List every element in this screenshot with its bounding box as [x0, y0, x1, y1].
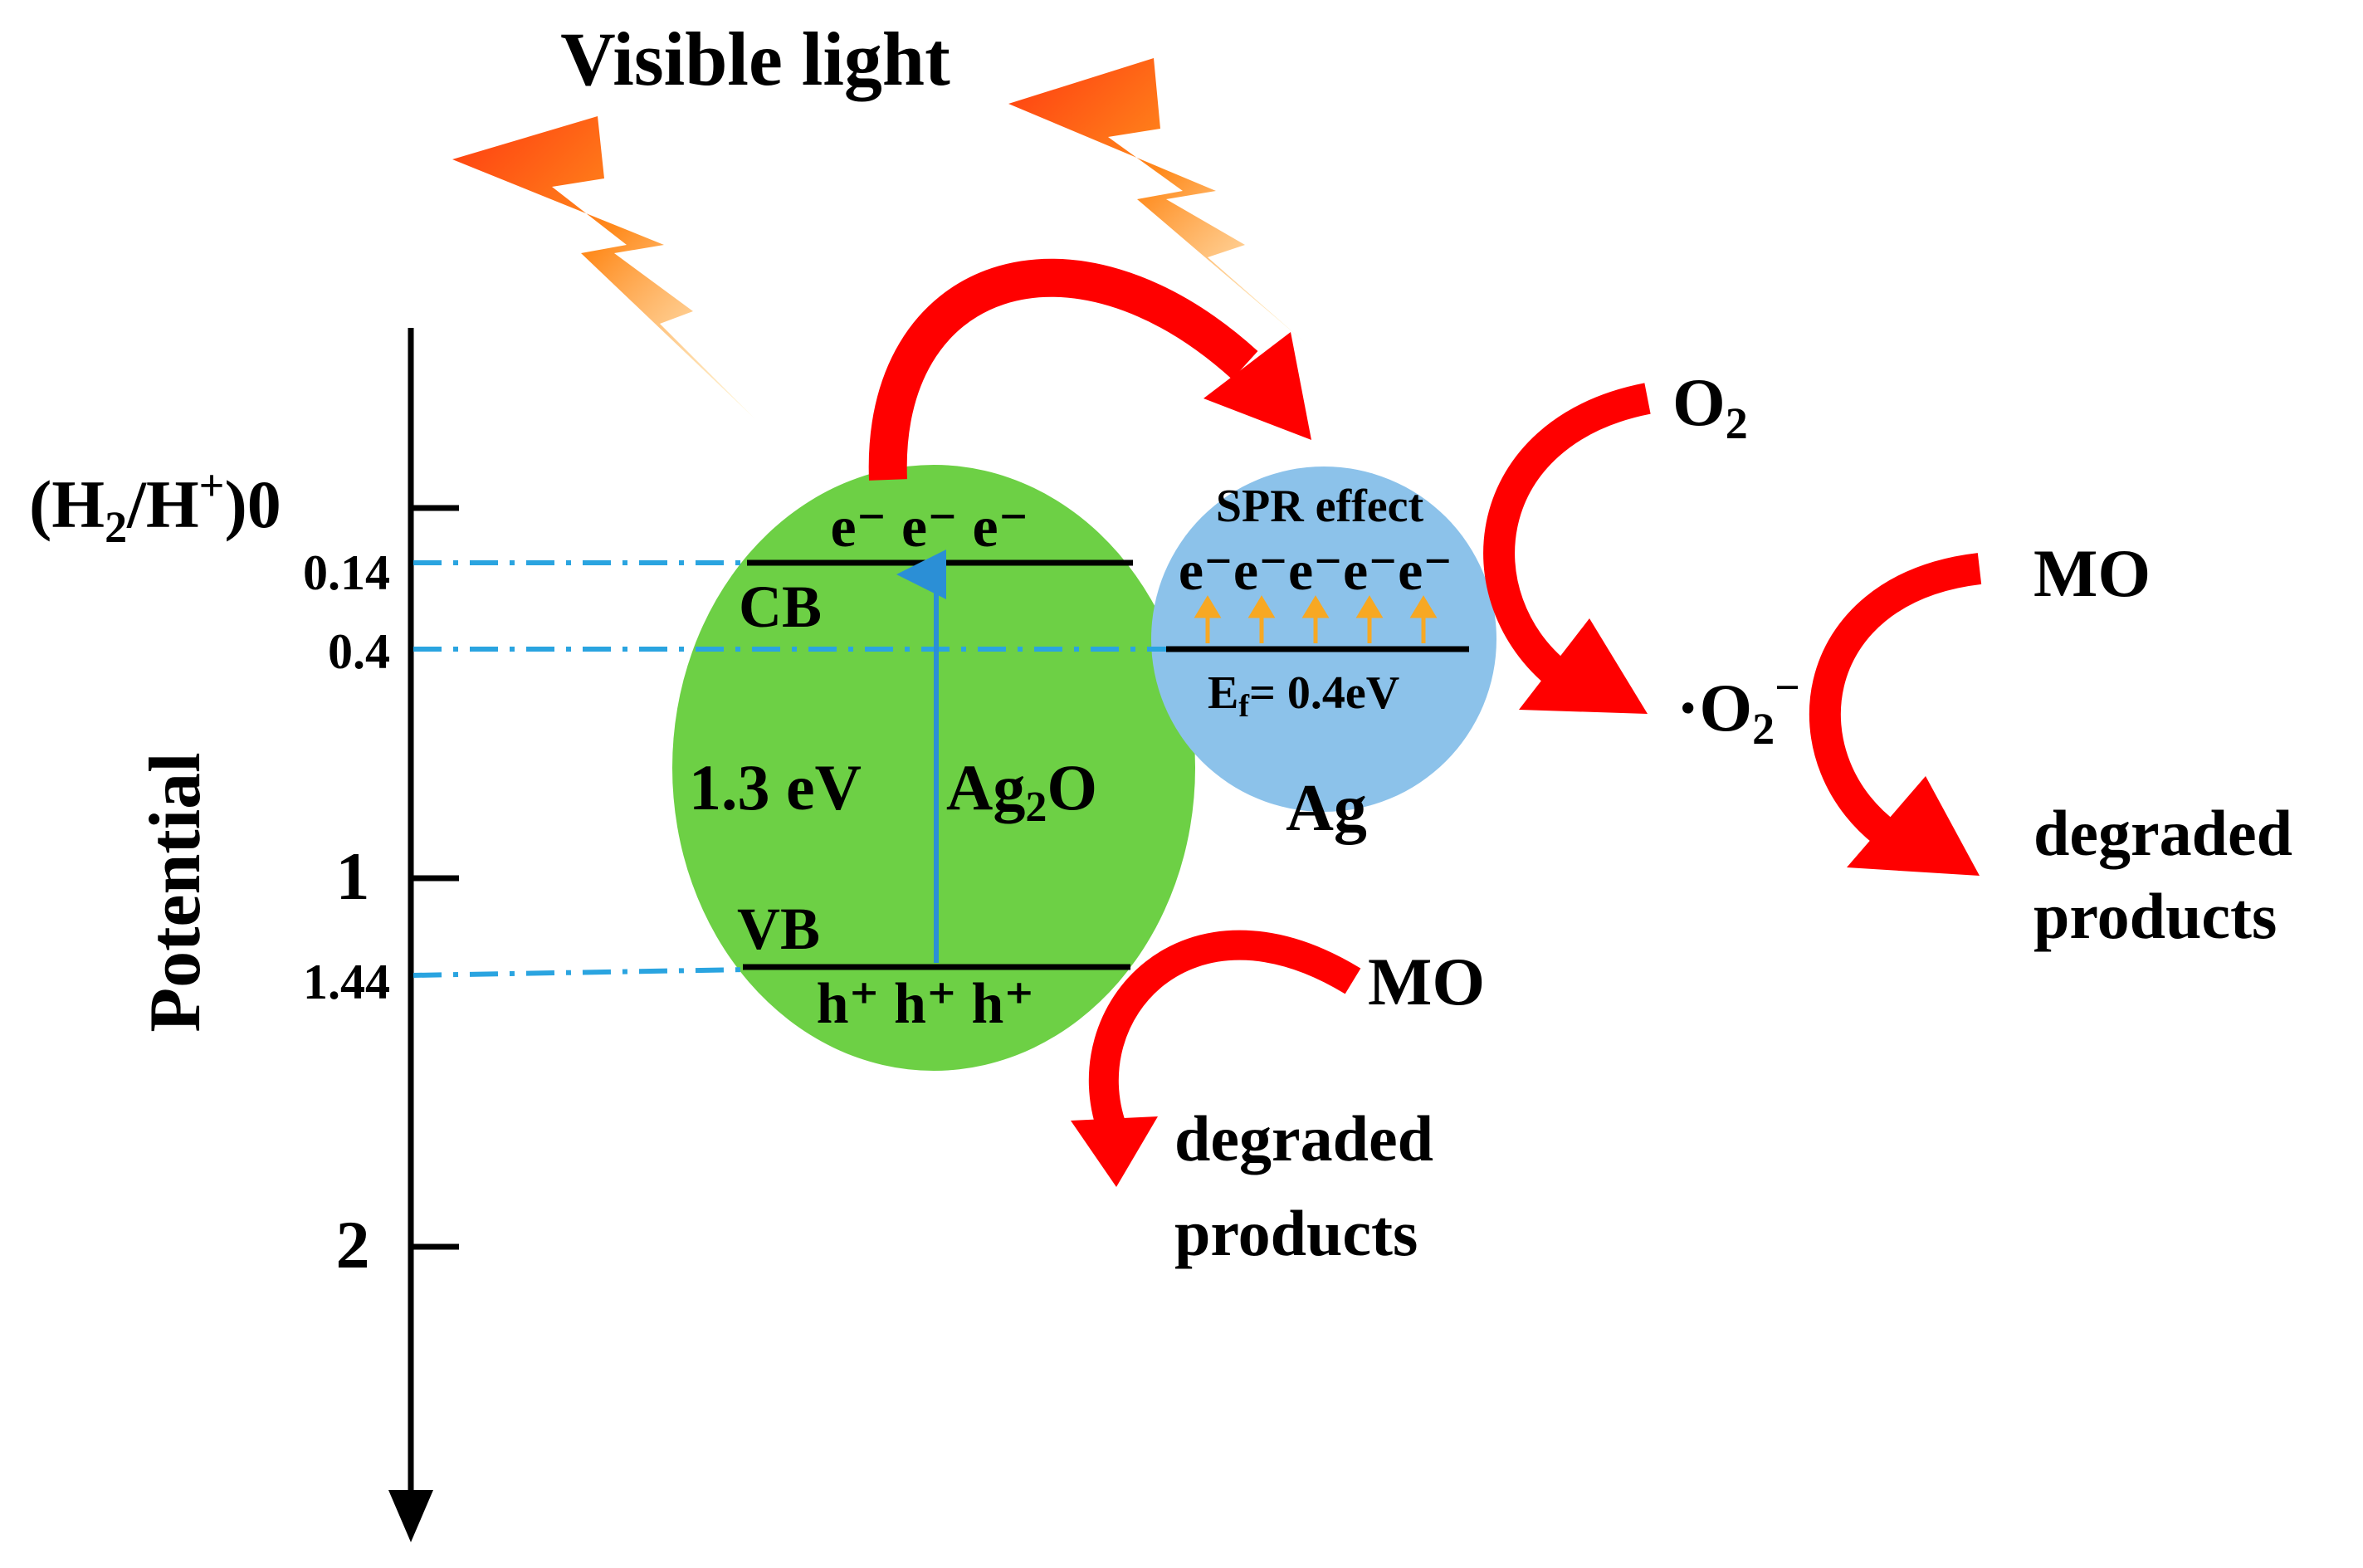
mo-degradation-arrow-bottom [1071, 930, 1361, 1187]
mo-label-bottom: MO [1368, 944, 1485, 1019]
spr-arrow-1 [1194, 595, 1222, 643]
degraded-products-bottom-line2: products [1174, 1197, 1418, 1269]
mo-degradation-arrow-top [1809, 553, 1982, 876]
diagram-title: Visible light [560, 17, 950, 101]
spr-arrow-5 [1409, 595, 1438, 643]
lightning-bolt-right-icon [1008, 58, 1307, 344]
vb-label: VB [737, 896, 820, 962]
degraded-products-bottom-line1: degraded [1174, 1102, 1433, 1175]
spr-arrow-2 [1247, 595, 1276, 643]
superoxide-label: ·O2− [1677, 662, 1800, 754]
ag2o-electrons: e⁻ e⁻ e⁻ [830, 496, 1028, 559]
spr-arrow-4 [1355, 595, 1384, 643]
mo-label-top: MO [2033, 535, 2151, 611]
level-label-0-4: 0.4 [328, 624, 390, 679]
axis-tick-label-2: 2 [336, 1207, 370, 1282]
degraded-products-top-line2: products [2033, 880, 2277, 952]
lightning-bolt-left-icon [452, 116, 755, 419]
axis-tick-label-1: 1 [336, 838, 370, 914]
band-gap-label: 1.3 eV [689, 751, 862, 823]
ag-particle [1151, 466, 1496, 812]
spr-arrow-3 [1301, 595, 1330, 643]
degraded-products-top-line1: degraded [2033, 797, 2292, 869]
electron-transfer-arrow [868, 258, 1311, 481]
ag2o-label: Ag2O [946, 751, 1097, 831]
o2-label: O2 [1672, 364, 1748, 448]
energy-guide-lines [413, 560, 1166, 978]
spr-arrows [1194, 595, 1438, 643]
fermi-level-label: Ef= 0.4eV [1208, 667, 1399, 724]
guide-line-vb [413, 967, 748, 978]
level-label-0-14: 0.14 [303, 545, 390, 600]
axis-tick-label-zero: (H2/H+)0 [29, 461, 281, 552]
ag-label: Ag [1286, 772, 1367, 845]
cb-label: CB [739, 574, 822, 640]
o2-reduction-arrow [1483, 383, 1651, 714]
level-label-1-44: 1.44 [303, 955, 390, 1009]
ag2o-holes: h⁺ h⁺ h⁺ [817, 972, 1035, 1036]
spr-effect-label: SPR effect [1216, 481, 1424, 532]
potential-axis [388, 328, 459, 1542]
ag-electrons: e⁻e⁻e⁻e⁻e⁻ [1179, 539, 1452, 602]
axis-label: Potential [135, 752, 216, 1032]
